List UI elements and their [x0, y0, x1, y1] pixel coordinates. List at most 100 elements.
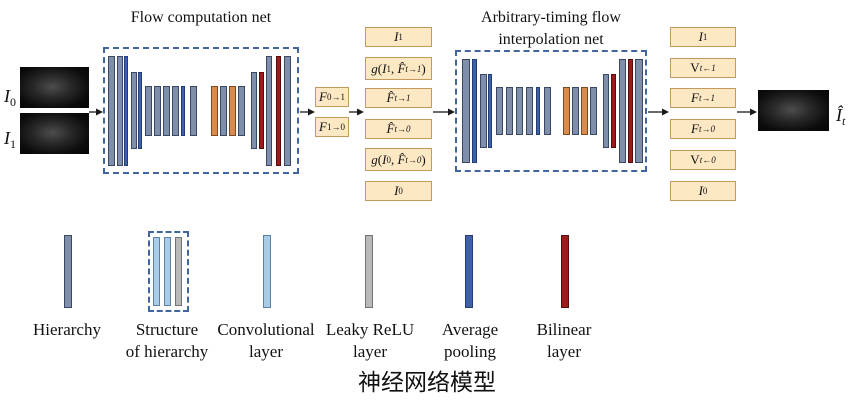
math-symbol: F̂ [397, 151, 406, 167]
hierarchy-block [462, 59, 470, 163]
arrow-head [448, 108, 455, 116]
hierarchy-block [516, 87, 523, 135]
orange-layer [211, 85, 218, 136]
math-subscript: 1 [702, 32, 708, 42]
legend-hierarchy-label: Hierarchy [33, 320, 101, 339]
math-symbol: I [4, 86, 10, 106]
hierarchy-block [251, 72, 257, 149]
legend-average-pooling-label-line2: pooling [444, 342, 496, 361]
math-punct: ( [377, 60, 383, 76]
flow-computation-net [103, 47, 299, 174]
math-subscript: t→1 [698, 93, 715, 103]
legend-convolutional-label-line2: layer [249, 342, 283, 361]
arrow-head [357, 108, 364, 116]
convolutional-layer [164, 237, 171, 306]
math-symbol: I [382, 151, 387, 167]
math-punct: ) [421, 151, 426, 167]
flow-net-title: Flow computation net [130, 9, 272, 26]
math-symbol: V [690, 60, 700, 75]
output-frame-image [758, 90, 829, 131]
arrow-flow-net-to-flows [300, 108, 315, 116]
arrow-inputs-to-flow-net [89, 108, 103, 116]
legend-average-pooling-swatch [465, 235, 473, 308]
math-punct: , [390, 60, 398, 76]
orange-layer [229, 85, 236, 136]
legend-leaky-relu-swatch [365, 235, 373, 308]
hierarchy-block [131, 72, 137, 149]
math-subscript: 0 [386, 154, 391, 165]
interp-net-title-line1: Arbitrary-timing flow [481, 9, 621, 26]
math-subscript: 0→1 [326, 92, 345, 102]
input-frame-i1-image [20, 113, 89, 154]
convolutional-layer [153, 237, 160, 306]
legend-bilinear-label-line2: layer [547, 342, 581, 361]
arrow-flows-to-interp-inputs [349, 108, 364, 116]
hierarchy-block [544, 87, 551, 135]
hierarchy-block [108, 55, 115, 166]
input-label-i0: I0 [4, 85, 16, 113]
hierarchy-block [572, 87, 579, 135]
average-pooling-layer [472, 59, 477, 163]
math-symbol: F [319, 119, 327, 134]
math-subscript: t→0 [394, 124, 411, 134]
average-pooling-layer [488, 74, 492, 148]
hierarchy-block [190, 85, 197, 136]
math-subscript: 1→0 [326, 122, 345, 132]
math-subscript: 1 [386, 63, 391, 74]
math-symbol: Î [836, 105, 842, 125]
average-pooling-layer [536, 87, 540, 135]
math-symbol: F̂ [386, 90, 395, 105]
math-symbol: I [4, 128, 10, 148]
math-punct: ) [421, 60, 426, 76]
hierarchy-block [266, 55, 272, 166]
hierarchy-block [506, 87, 513, 135]
hierarchy-block [154, 85, 161, 136]
math-symbol: F [691, 121, 699, 136]
legend-leaky-relu-label-line2: layer [353, 342, 387, 361]
legend-structure-swatch [148, 231, 189, 312]
arrow-head [662, 108, 669, 116]
math-symbol: F̂ [386, 121, 395, 136]
hierarchy-block [635, 59, 643, 163]
leaky-relu-layer [175, 237, 182, 306]
math-subscript: t→0 [698, 124, 715, 134]
math-symbol: I [382, 60, 387, 76]
hierarchy-block [480, 74, 487, 148]
bilinear-layer [259, 72, 264, 149]
math-symbol: F [319, 89, 327, 104]
arrow-head [750, 108, 757, 116]
legend-bilinear-label-line1: Bilinear [536, 320, 592, 339]
legend-convolutional-label-line1: Convolutional [217, 320, 315, 339]
bilinear-layer [628, 59, 633, 163]
legend-structure-label-line1: Structure [135, 320, 199, 339]
hierarchy-block [284, 55, 291, 166]
arrow-head [308, 108, 315, 116]
legend-structure-label-line2: of hierarchy [125, 342, 209, 361]
math-symbol: I [394, 29, 399, 44]
hierarchy-block [163, 85, 170, 136]
output-label-it: Ît [836, 104, 845, 132]
legend-bilinear-swatch [561, 235, 569, 308]
legend-convolutional-swatch [263, 235, 271, 308]
math-symbol: I [394, 183, 399, 198]
legend-leaky-relu-label-line1: Leaky ReLU [325, 320, 415, 339]
math-subscript: 1 [398, 32, 403, 42]
figure-caption: 神经网络模型 [358, 370, 496, 395]
average-pooling-layer [181, 85, 185, 136]
bilinear-layer [611, 74, 616, 148]
input-frame-i0-image [20, 67, 89, 108]
average-pooling-layer [138, 72, 142, 149]
input-label-i1: I1 [4, 127, 16, 155]
hierarchy-block [526, 87, 533, 135]
math-punct: ( [377, 151, 383, 167]
math-subscript: 1 [10, 137, 16, 151]
average-pooling-layer [124, 55, 128, 166]
math-symbol: V [690, 152, 700, 167]
math-symbol: F̂ [397, 60, 406, 76]
